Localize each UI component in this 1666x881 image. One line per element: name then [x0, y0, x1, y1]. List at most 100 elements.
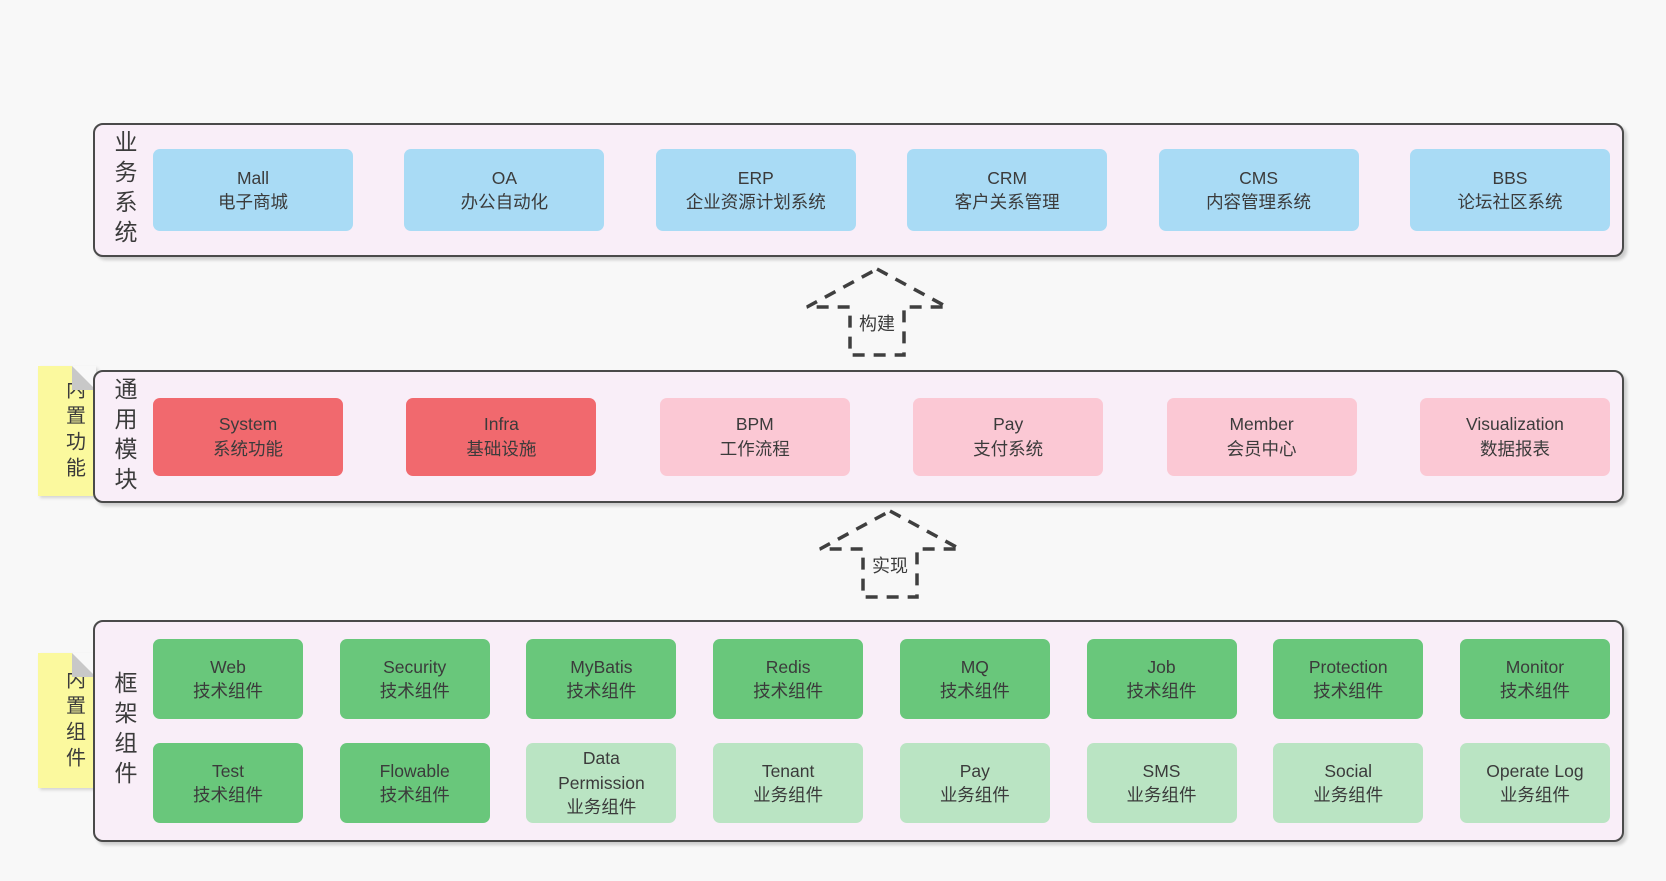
- sticky-note-label: 内置组件: [62, 668, 85, 773]
- box-row: System 系统功能 Infra 基础设施 BPM 工作流程 Pay 支付系统…: [153, 372, 1622, 501]
- arrow-build: 构建: [802, 264, 952, 360]
- box-subtitle: 技术组件: [1499, 681, 1570, 701]
- box-title: Web: [210, 656, 246, 677]
- box-title: Infra: [483, 414, 519, 434]
- box-title: Tenant: [761, 760, 815, 781]
- box-subtitle: 客户关系管理: [954, 192, 1060, 212]
- box-subtitle: 系统功能: [213, 438, 283, 459]
- box-bpm: BPM 工作流程: [659, 397, 850, 476]
- box-subtitle: 技术组件: [1313, 681, 1384, 701]
- box-web: Web 技术组件: [153, 639, 303, 719]
- box-title: Mall: [236, 167, 270, 188]
- box-title: BBS: [1492, 167, 1528, 188]
- box-data-permission: Data Permission 业务组件: [526, 743, 677, 823]
- box-cms: CMS 内容管理系统: [1158, 149, 1359, 231]
- layer-framework-components: 框架组件 Web 技术组件 Security 技术组件 MyBatis 技术组件…: [93, 620, 1624, 842]
- sticky-note-builtin-functions: 内置功能: [38, 366, 96, 496]
- box-title: Operate Log: [1486, 760, 1584, 781]
- layer-common-modules: 通用模块 System 系统功能 Infra 基础设施 BPM 工作流程 Pay…: [93, 370, 1624, 503]
- box-title: MQ: [960, 656, 989, 677]
- box-title: Social: [1324, 760, 1373, 781]
- box-title: BPM: [735, 414, 774, 434]
- box-subtitle: 技术组件: [939, 681, 1010, 701]
- box-title: System: [218, 414, 278, 434]
- box-title: Security: [383, 656, 447, 677]
- box-title: Job: [1147, 656, 1176, 677]
- box-title: Test: [211, 760, 245, 781]
- box-subtitle: 技术组件: [1126, 681, 1197, 701]
- box-subtitle: 业务组件: [566, 797, 637, 818]
- box-subtitle: 业务组件: [753, 785, 824, 805]
- box-subtitle: 技术组件: [753, 681, 824, 701]
- box-title: OA: [491, 167, 518, 188]
- box-title: Data Permission: [558, 748, 645, 793]
- arrow-up-icon: [806, 267, 948, 357]
- box-title: Pay: [993, 414, 1024, 434]
- box-subtitle: 技术组件: [379, 785, 450, 805]
- arrow-label: 实现: [870, 552, 910, 578]
- box-subtitle: 技术组件: [193, 785, 263, 805]
- box-subtitle: 业务组件: [1499, 785, 1570, 805]
- box-subtitle: 企业资源计划系统: [685, 192, 826, 212]
- box-protection: Protection 技术组件: [1273, 639, 1424, 719]
- box-grid: Web 技术组件 Security 技术组件 MyBatis 技术组件 Redi…: [153, 622, 1622, 840]
- box-subtitle: 基础设施: [466, 438, 537, 459]
- sticky-note-label: 内置功能: [62, 379, 85, 483]
- box-subtitle: 数据报表: [1479, 438, 1550, 459]
- box-subtitle: 业务组件: [1313, 785, 1384, 805]
- box-subtitle: 电子商城: [218, 192, 288, 212]
- box-mall: Mall 电子商城: [153, 149, 353, 231]
- box-job: Job 技术组件: [1086, 639, 1237, 719]
- sticky-note-builtin-components: 内置组件: [38, 653, 96, 788]
- box-title: Visualization: [1465, 414, 1564, 434]
- box-subtitle: 业务组件: [1126, 785, 1197, 805]
- box-subtitle: 支付系统: [973, 438, 1044, 459]
- box-subtitle: 会员中心: [1226, 438, 1297, 459]
- box-subtitle: 内容管理系统: [1206, 192, 1312, 212]
- box-pay-biz: Pay 业务组件: [899, 743, 1050, 823]
- box-title: Monitor: [1505, 656, 1565, 677]
- box-subtitle: 技术组件: [193, 681, 263, 701]
- box-visualization: Visualization 数据报表: [1419, 397, 1610, 476]
- box-subtitle: 论坛社区系统: [1457, 192, 1563, 212]
- box-title: Flowable: [379, 760, 450, 781]
- box-subtitle: 办公自动化: [460, 192, 549, 212]
- box-title: Redis: [765, 656, 811, 677]
- box-title: CRM: [987, 167, 1028, 188]
- layer-business-systems: 业务系统 Mall 电子商城 OA 办公自动化 ERP 企业资源计划系统 CRM…: [93, 123, 1624, 257]
- box-infra: Infra 基础设施: [406, 397, 597, 476]
- box-subtitle: 技术组件: [566, 681, 637, 701]
- box-title: Pay: [959, 760, 990, 781]
- box-member: Member 会员中心: [1166, 397, 1357, 476]
- box-bbs: BBS 论坛社区系统: [1409, 149, 1610, 231]
- box-sms: SMS 业务组件: [1086, 743, 1237, 823]
- box-oa: OA 办公自动化: [404, 149, 605, 231]
- arrow-label: 构建: [857, 310, 897, 336]
- box-security: Security 技术组件: [339, 639, 490, 719]
- layer-label: 业务系统: [111, 130, 137, 250]
- box-subtitle: 工作流程: [719, 438, 790, 459]
- box-mybatis: MyBatis 技术组件: [526, 639, 677, 719]
- layer-label: 框架组件: [111, 671, 137, 791]
- box-tenant: Tenant 业务组件: [713, 743, 864, 823]
- box-title: MyBatis: [570, 656, 633, 677]
- box-title: SMS: [1142, 760, 1181, 781]
- box-title: Protection: [1308, 656, 1388, 677]
- layer-label: 通用模块: [111, 376, 137, 497]
- arrow-up-icon: [819, 509, 961, 599]
- box-title: CMS: [1239, 167, 1278, 188]
- box-redis: Redis 技术组件: [713, 639, 864, 719]
- box-mq: MQ 技术组件: [899, 639, 1050, 719]
- box-test: Test 技术组件: [153, 743, 303, 823]
- box-monitor: Monitor 技术组件: [1459, 639, 1610, 719]
- arrow-implement: 实现: [815, 506, 965, 602]
- box-title: ERP: [737, 167, 774, 188]
- box-system: System 系统功能: [153, 397, 343, 476]
- box-social: Social 业务组件: [1273, 743, 1424, 823]
- box-subtitle: 业务组件: [939, 785, 1010, 805]
- box-flowable: Flowable 技术组件: [339, 743, 490, 823]
- box-crm: CRM 客户关系管理: [907, 149, 1108, 231]
- box-operate-log: Operate Log 业务组件: [1459, 743, 1610, 823]
- box-title: Member: [1229, 414, 1294, 434]
- box-erp: ERP 企业资源计划系统: [655, 149, 856, 231]
